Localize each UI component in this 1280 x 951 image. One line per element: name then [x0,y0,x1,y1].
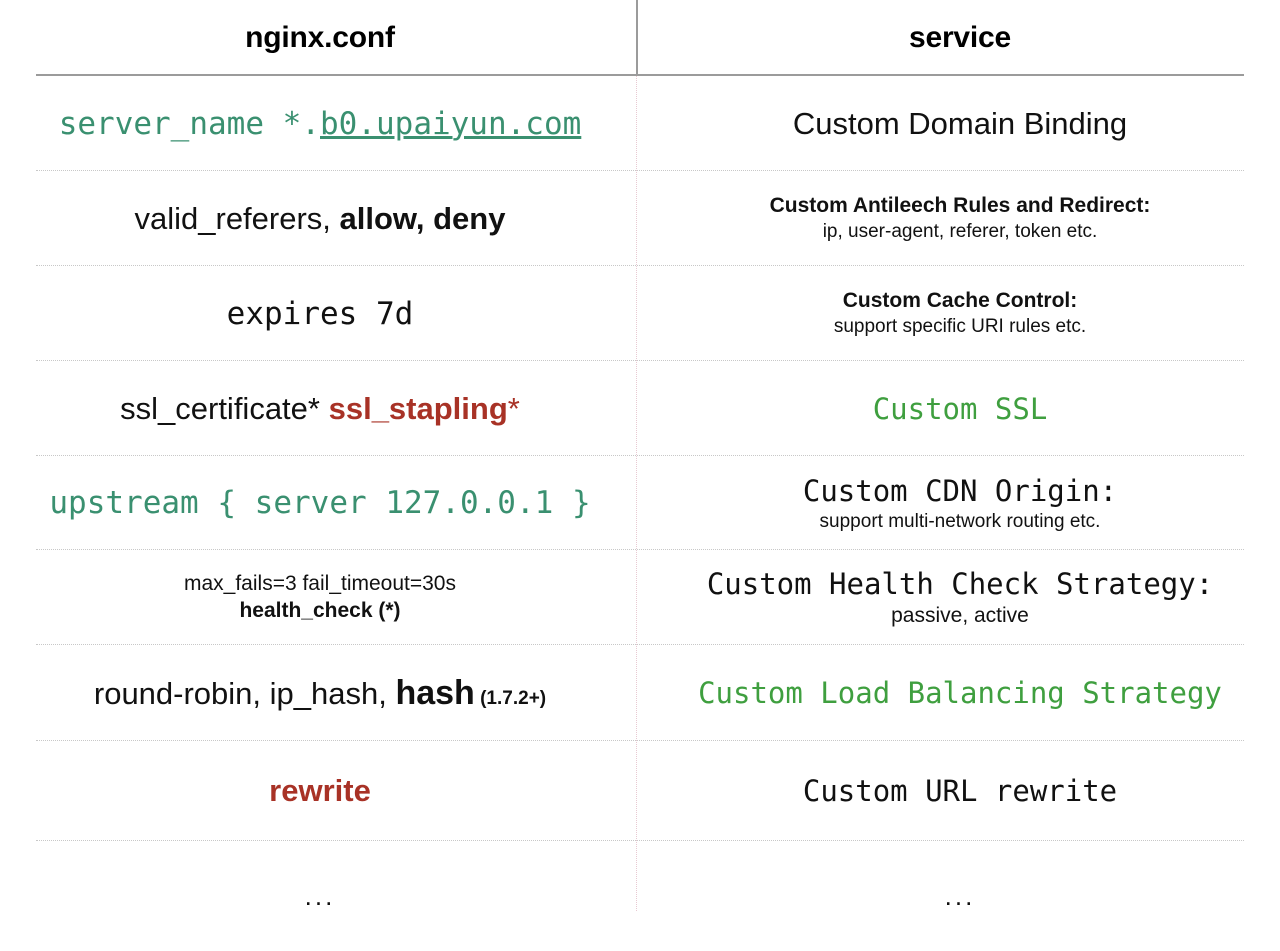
row-cell-nginx: upstream { server 127.0.0.1 } [0,485,640,521]
row-cell-nginx: expires 7d [0,296,640,332]
directive-emphasis: hash [395,673,475,712]
nginx-directive: upstream { server 127.0.0.1 } [49,485,591,521]
row-cell-service: Custom CDN Origin: support multi-network… [640,474,1280,533]
service-title: Custom Antileech Rules and Redirect: [769,194,1151,217]
row-cell-nginx: server_name *.b0.upaiyun.com [0,106,640,142]
nginx-directive-line1: max_fails=3 fail_timeout=30s [184,572,456,595]
column-divider-solid [636,0,638,76]
row-cell-nginx: ... [0,881,640,912]
table-header-row: nginx.conf service [0,0,1280,76]
table-row: rewrite Custom URL rewrite [0,741,1280,841]
service-title: Custom SSL [872,391,1048,426]
column-header-label: nginx.conf [245,21,395,54]
service-title: Custom CDN Origin: [802,473,1118,508]
directive-version: (1.7.2+) [474,687,547,709]
row-cell-service: Custom Domain Binding [640,106,1280,142]
table-row: ssl_certificate* ssl_stapling* Custom SS… [0,361,1280,456]
service-title: Custom Health Check Strategy: [706,567,1214,601]
service-title: Custom Cache Control: [842,289,1078,312]
row-cell-service: Custom Health Check Strategy: passive, a… [640,567,1280,628]
service-subtitle: ip, user-agent, referer, token etc. [822,221,1098,242]
row-cell-service: Custom Cache Control: support specific U… [640,289,1280,338]
row-cell-nginx: ssl_certificate* ssl_stapling* [0,391,640,427]
directive-keyword: ssl_certificate* [120,390,329,426]
row-cell-service: Custom Antileech Rules and Redirect: ip,… [640,194,1280,243]
nginx-directive: valid_referers, allow, deny [135,201,506,237]
row-cell-service: Custom Load Balancing Strategy [640,676,1280,710]
service-subtitle: support specific URI rules etc. [833,316,1087,337]
directive-emphasis: allow, deny [339,200,506,236]
row-cell-nginx: max_fails=3 fail_timeout=30s health_chec… [0,572,640,623]
table-row: max_fails=3 fail_timeout=30s health_chec… [0,550,1280,645]
row-separator [36,265,1244,266]
nginx-directive: round-robin, ip_hash, hash (1.7.2+) [94,674,546,713]
table-row: round-robin, ip_hash, hash (1.7.2+) Cust… [0,645,1280,741]
row-separator [36,740,1244,741]
service-subtitle: passive, active [891,604,1029,627]
table-row: valid_referers, allow, deny Custom Antil… [0,171,1280,266]
table-row: server_name *.b0.upaiyun.com Custom Doma… [0,76,1280,171]
service-title: Custom URL rewrite [802,774,1118,808]
column-header-label: service [908,21,1012,54]
nginx-directive: server_name *.b0.upaiyun.com [59,106,582,142]
directive-wildcard: *. [282,105,320,142]
table-row: ... ... [0,841,1280,951]
row-separator [36,549,1244,550]
column-header-service: service [640,0,1280,76]
more-indicator: ... [304,880,336,911]
row-separator [36,840,1244,841]
directive-keyword: valid_referers, [134,200,340,236]
directive-keyword: server_name [58,105,283,142]
nginx-directive: ssl_certificate* ssl_stapling* [120,391,520,427]
row-cell-nginx: round-robin, ip_hash, hash (1.7.2+) [0,674,640,713]
row-cell-nginx: rewrite [0,773,640,809]
directive-keyword: round-robin, ip_hash, [93,675,396,711]
table-row: expires 7d Custom Cache Control: support… [0,266,1280,361]
column-header-nginx-conf: nginx.conf [0,0,640,76]
nginx-directive-line2: health_check (*) [239,599,401,622]
row-separator [36,170,1244,171]
nginx-directive: rewrite [269,773,371,808]
row-cell-service: Custom SSL [640,392,1280,426]
directive-asterisk: * [507,390,520,426]
column-divider-dotted [636,76,637,911]
comparison-table: nginx.conf service server_name *.b0.upai… [0,0,1280,911]
nginx-directive: expires 7d [226,295,414,332]
service-title: Custom Load Balancing Strategy [698,676,1222,710]
row-separator [36,455,1244,456]
directive-emphasis: ssl_stapling [328,390,508,426]
row-cell-service: ... [640,881,1280,912]
service-subtitle: support multi-network routing etc. [819,510,1101,532]
more-indicator: ... [944,880,976,911]
row-separator [36,644,1244,645]
row-cell-nginx: valid_referers, allow, deny [0,201,640,237]
table-row: upstream { server 127.0.0.1 } Custom CDN… [0,456,1280,550]
row-cell-service: Custom URL rewrite [640,774,1280,808]
header-rule [36,74,1244,76]
row-separator [36,360,1244,361]
service-title: Custom Domain Binding [792,105,1128,141]
directive-domain: b0.upaiyun.com [320,105,582,142]
